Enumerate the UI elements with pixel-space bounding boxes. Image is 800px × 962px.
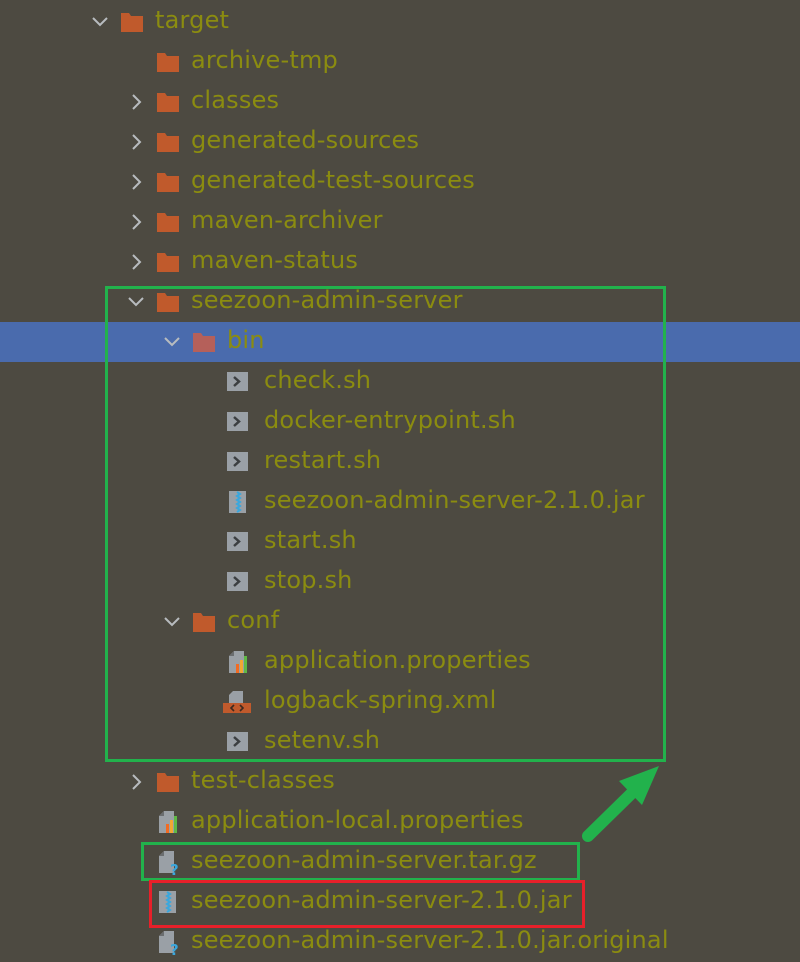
svg-text:?: ? — [170, 861, 179, 875]
tree-item-label: docker-entrypoint.sh — [264, 406, 516, 434]
chevron-right-icon[interactable] — [126, 172, 146, 192]
tree-item[interactable]: check.sh — [0, 362, 800, 402]
tree-item-label: generated-test-sources — [191, 166, 475, 194]
folder-icon — [156, 251, 180, 273]
tree-item[interactable]: logback-spring.xml — [0, 682, 800, 722]
tree-item[interactable]: classes — [0, 82, 800, 122]
tree-item-label: generated-sources — [191, 126, 420, 154]
tree-item[interactable]: ? seezoon-admin-server-2.1.0.jar.original — [0, 922, 800, 962]
chevron-right-icon[interactable] — [126, 132, 146, 152]
properties-file-icon — [226, 651, 250, 673]
tree-item-label: classes — [191, 86, 280, 114]
shell-script-icon — [226, 411, 250, 433]
tree-item-label: application-local.properties — [191, 806, 524, 834]
tree-item-label: seezoon-admin-server — [191, 286, 463, 314]
folder-icon — [192, 611, 216, 633]
tree-item[interactable]: setenv.sh — [0, 722, 800, 762]
folder-icon — [156, 91, 180, 113]
tree-item[interactable]: bin — [0, 322, 800, 362]
tree-item[interactable]: target — [0, 2, 800, 42]
xml-file-icon — [223, 691, 251, 713]
chevron-down-icon[interactable] — [126, 292, 146, 312]
tree-item[interactable]: restart.sh — [0, 442, 800, 482]
folder-icon — [192, 331, 216, 353]
tree-item-label: logback-spring.xml — [264, 686, 497, 714]
tree-item-label: check.sh — [264, 366, 372, 394]
tree-item[interactable]: generated-sources — [0, 122, 800, 162]
tree-item[interactable]: seezoon-admin-server-2.1.0.jar — [0, 482, 800, 522]
chevron-right-icon[interactable] — [126, 212, 146, 232]
folder-icon — [156, 291, 180, 313]
unknown-file-icon: ? — [156, 931, 180, 959]
chevron-right-icon[interactable] — [126, 92, 146, 112]
folder-icon — [156, 171, 180, 193]
tree-item[interactable]: test-classes — [0, 762, 800, 802]
tree-item-label: archive-tmp — [191, 46, 338, 74]
shell-script-icon — [226, 731, 250, 753]
tree-item-label: bin — [227, 326, 265, 354]
shell-script-icon — [226, 371, 250, 393]
chevron-right-icon[interactable] — [126, 772, 146, 792]
tree-item-label: maven-status — [191, 246, 359, 274]
tree-item-label: test-classes — [191, 766, 335, 794]
tree-item-label: seezoon-admin-server-2.1.0.jar — [191, 886, 572, 914]
tree-item-label: maven-archiver — [191, 206, 383, 234]
tree-item-label: start.sh — [264, 526, 357, 554]
tree-item[interactable]: ? seezoon-admin-server.tar.gz — [0, 842, 800, 882]
tree-item-label: seezoon-admin-server-2.1.0.jar — [264, 486, 645, 514]
shell-script-icon — [226, 451, 250, 473]
tree-item[interactable]: maven-status — [0, 242, 800, 282]
tree-item-label: application.properties — [264, 646, 531, 674]
tree-item-label: restart.sh — [264, 446, 382, 474]
shell-script-icon — [226, 531, 250, 553]
chevron-down-icon[interactable] — [90, 12, 110, 32]
tree-item-label: target — [155, 6, 230, 34]
chevron-down-icon[interactable] — [162, 332, 182, 352]
tree-item-label: seezoon-admin-server.tar.gz — [191, 846, 537, 874]
tree-item-label: conf — [227, 606, 280, 634]
folder-icon — [156, 131, 180, 153]
unknown-file-icon: ? — [156, 851, 180, 879]
tree-item-label: setenv.sh — [264, 726, 381, 754]
tree-item[interactable]: docker-entrypoint.sh — [0, 402, 800, 442]
tree-item[interactable]: maven-archiver — [0, 202, 800, 242]
jar-archive-icon — [226, 491, 250, 513]
tree-item[interactable]: seezoon-admin-server-2.1.0.jar — [0, 882, 800, 922]
folder-icon — [156, 211, 180, 233]
chevron-right-icon[interactable] — [126, 252, 146, 272]
shell-script-icon — [226, 571, 250, 593]
properties-file-icon — [156, 811, 180, 833]
folder-icon — [156, 51, 180, 73]
svg-text:?: ? — [170, 941, 179, 955]
tree-item[interactable]: application-local.properties — [0, 802, 800, 842]
chevron-down-icon[interactable] — [162, 612, 182, 632]
tree-item[interactable]: stop.sh — [0, 562, 800, 602]
tree-item-label: stop.sh — [264, 566, 353, 594]
tree-item[interactable]: start.sh — [0, 522, 800, 562]
folder-icon — [120, 11, 144, 33]
tree-item[interactable]: application.properties — [0, 642, 800, 682]
tree-item[interactable]: conf — [0, 602, 800, 642]
tree-item[interactable]: generated-test-sources — [0, 162, 800, 202]
tree-item-label: seezoon-admin-server-2.1.0.jar.original — [191, 926, 669, 954]
tree-item[interactable]: archive-tmp — [0, 42, 800, 82]
tree-item[interactable]: seezoon-admin-server — [0, 282, 800, 322]
jar-archive-icon — [156, 891, 180, 913]
folder-icon — [156, 771, 180, 793]
